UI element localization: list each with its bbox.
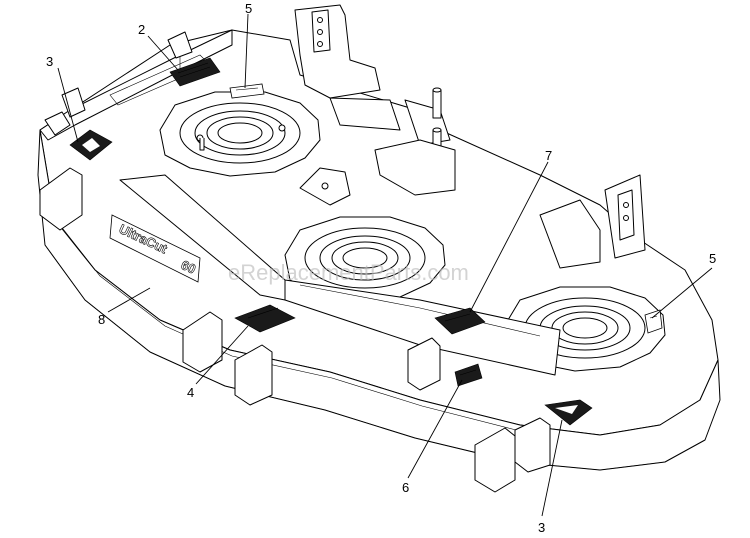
spindle-left (159, 91, 321, 177)
callout-labels: 2 3 5 7 5 8 4 6 3 (46, 1, 716, 535)
deck-rear-wall-left (39, 29, 233, 141)
decal-4 (234, 304, 296, 333)
deck-baffles (119, 167, 561, 376)
callout-3-lower: 3 (538, 520, 545, 535)
ultracut-size-text: 60 (179, 257, 198, 277)
decal-2 (169, 57, 221, 87)
callout-8: 8 (98, 312, 105, 327)
decal-8-ultracut: UltraCut 60 (109, 214, 201, 283)
spindle-center (284, 216, 446, 302)
decal-5-upper (229, 83, 265, 99)
front-gussets (39, 31, 551, 493)
baffle-center (284, 279, 561, 376)
callout-2: 2 (138, 22, 145, 37)
callout-6: 6 (402, 480, 409, 495)
callout-4: 4 (187, 385, 194, 400)
callout-5-upper: 5 (245, 1, 252, 16)
decal-3-upper (69, 129, 113, 161)
watermark: eReplacementParts.com (228, 260, 469, 285)
deck-posts (374, 87, 456, 196)
leader-lines (57, 13, 713, 517)
decal-7 (434, 307, 486, 335)
decal-3-lower (544, 399, 593, 426)
callout-7: 7 (545, 148, 552, 163)
callout-5-right: 5 (709, 251, 716, 266)
callout-3-upper: 3 (46, 54, 53, 69)
rear-bracket-right (539, 174, 646, 269)
